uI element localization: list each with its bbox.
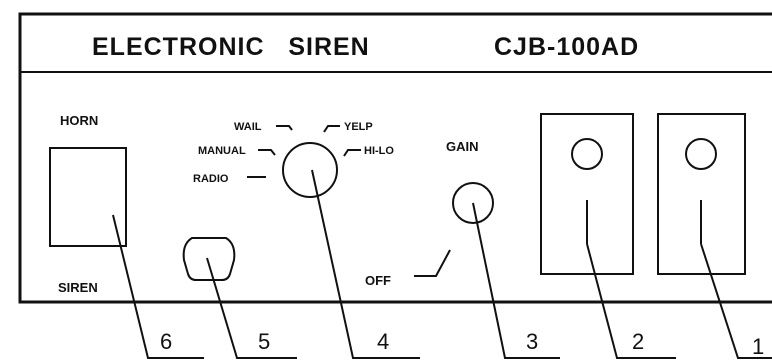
panel-outline [18,12,772,304]
callout-leader-2 [586,243,676,359]
mode-manual-label: MANUAL [198,145,246,157]
mode-hilo-label: HI-LO [364,145,394,157]
callout-4: 4 [377,329,389,354]
mode-selector: WAIL YELP MANUAL HI-LO RADIO [193,121,394,198]
gain-label: GAIN [446,139,479,154]
microphone-jack[interactable] [182,237,236,281]
off-indicator-line [414,249,451,277]
horn-label: HORN [60,113,98,128]
mode-wail-label: WAIL [234,121,262,133]
callout-3: 3 [526,329,538,354]
gain-knob[interactable] [452,182,494,224]
callout-leader-4 [311,169,420,359]
callout-6: 6 [160,329,172,354]
callout-leaders [112,169,772,359]
callout-leader-3 [472,202,560,359]
callout-leader-1 [700,243,772,359]
siren-label: SIREN [58,280,98,295]
model-number: CJB-100AD [494,33,639,61]
callout-2: 2 [632,329,644,354]
callout-1: 1 [752,334,764,359]
mode-yelp-label: YELP [344,121,373,133]
callout-leader-6 [112,214,204,359]
callout-5: 5 [258,329,270,354]
panel-title: ELECTRONIC SIREN [92,33,370,61]
callout-leader-5 [206,257,297,359]
horn-siren-switch[interactable] [49,147,127,247]
rocker-switch-2[interactable] [540,113,634,275]
mode-radio-label: RADIO [193,173,229,185]
off-label: OFF [365,273,391,288]
mode-selector-knob[interactable] [282,142,338,198]
rocker-switch-1[interactable] [657,113,746,275]
